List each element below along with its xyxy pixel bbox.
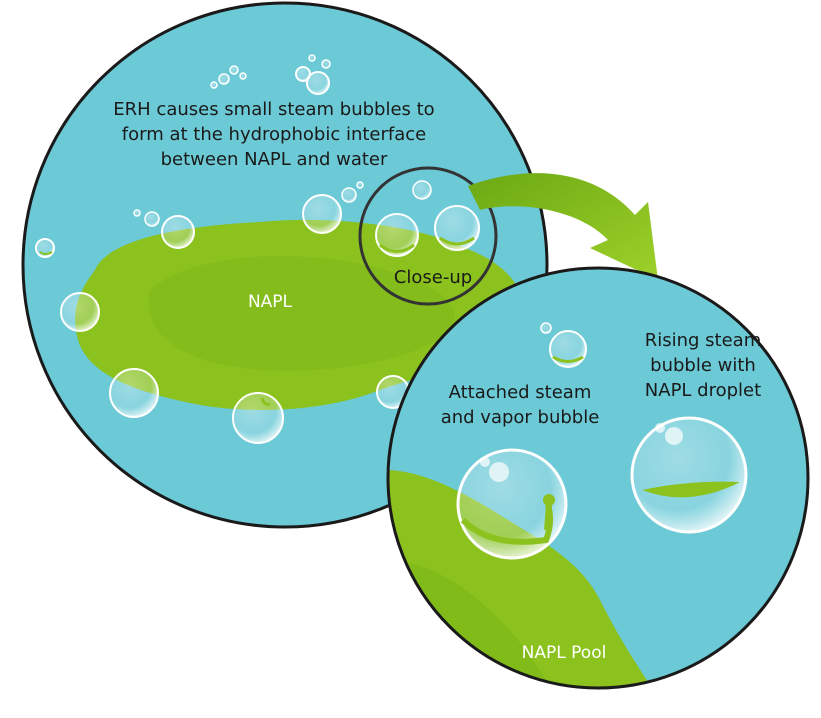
closeup-label: Close-up: [394, 267, 472, 288]
napl-pool-label: NAPL Pool: [522, 643, 607, 663]
caption-line-3: between NAPL and water: [161, 149, 388, 170]
caption-line-1: ERH causes small steam bubbles to: [113, 99, 434, 120]
rising-line-1: Rising steam: [645, 330, 762, 351]
rising-bubble: [632, 418, 746, 532]
rising-line-3: NAPL droplet: [645, 380, 761, 401]
attached-line-2: and vapor bubble: [441, 407, 600, 428]
napl-label: NAPL: [248, 292, 293, 312]
caption: ERH causes small steam bubbles to form a…: [113, 99, 434, 170]
attached-line-1: Attached steam: [449, 382, 592, 403]
rising-line-2: bubble with: [650, 355, 756, 376]
rising-caption: Rising steam bubble with NAPL droplet: [645, 330, 762, 401]
caption-line-2: form at the hydrophobic interface: [122, 124, 426, 145]
